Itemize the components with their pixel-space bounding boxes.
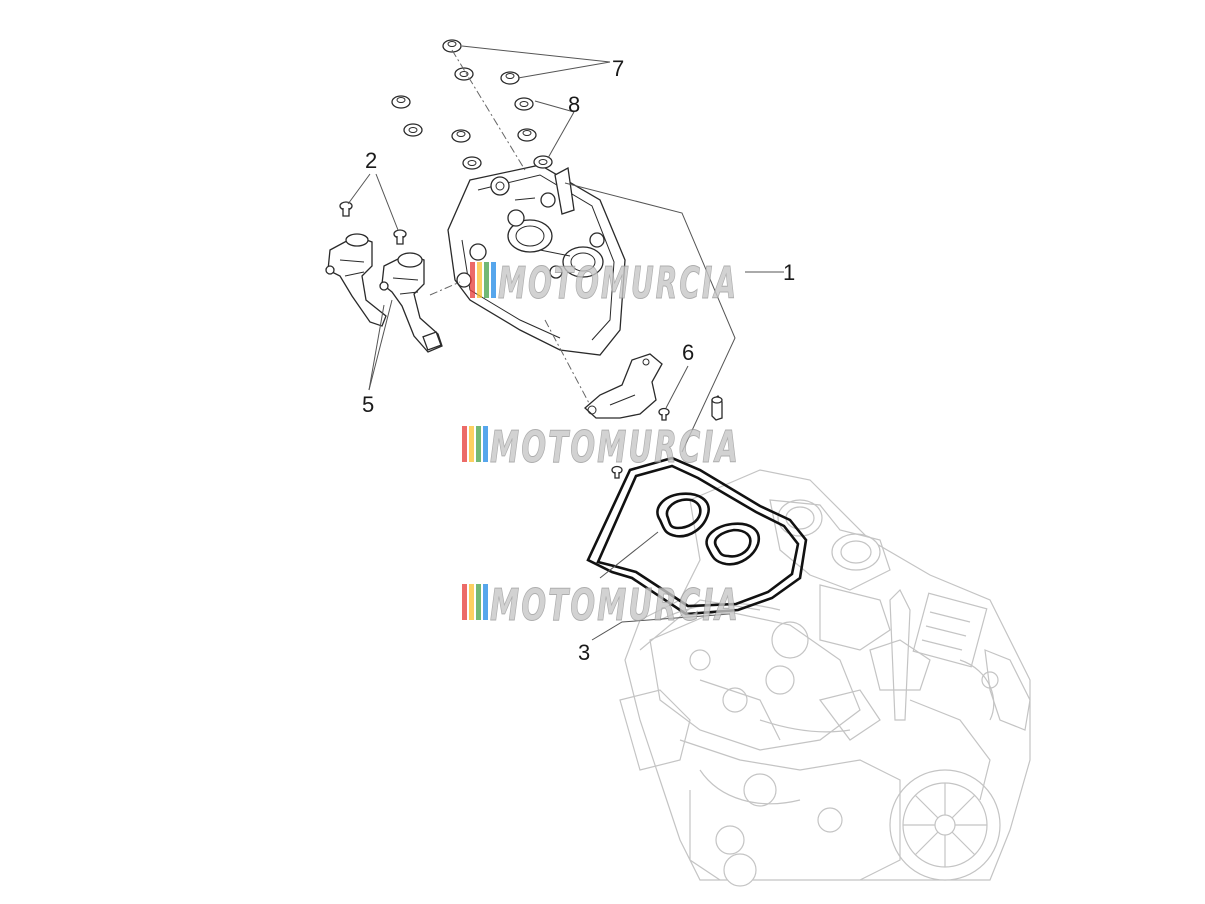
seal-8c — [403, 123, 423, 137]
callout-7: 7 — [612, 56, 624, 81]
watermark-stripe — [491, 262, 496, 298]
watermark-stripe — [469, 584, 474, 620]
watermark-stripe — [483, 584, 488, 620]
engine-block-drawing — [619, 469, 1031, 887]
coil-bolt-a — [339, 201, 353, 217]
washer-7d — [451, 129, 471, 143]
washer-7e — [517, 128, 537, 142]
watermark-2: MOTOMURCIA — [462, 422, 740, 474]
ignition-coil-1 — [325, 233, 387, 327]
bracket-screw-b — [611, 465, 623, 479]
watermark-stripe — [477, 262, 482, 298]
callout-2: 2 — [365, 148, 377, 173]
ignition-coil-2 — [379, 252, 443, 353]
watermark-stripe — [469, 426, 474, 462]
watermark-stripe — [462, 584, 467, 620]
callout-6: 6 — [682, 340, 694, 365]
callout-1: 1 — [783, 260, 795, 285]
valve-cover-gasket — [586, 456, 808, 616]
plug-bore-1 — [507, 219, 553, 253]
cable-bracket — [584, 353, 663, 419]
watermark-1: MOTOMURCIA — [470, 258, 738, 310]
washer-7b — [500, 71, 520, 85]
watermark-text: MOTOMURCIA — [490, 422, 740, 473]
watermark-stripe — [470, 262, 475, 298]
stud-bolt — [711, 395, 723, 421]
callout-labels: 1 2 3 5 6 7 8 — [362, 56, 795, 665]
plug-well-seal-2 — [705, 522, 761, 566]
washer-7c — [391, 95, 411, 109]
seal-8a — [454, 67, 474, 81]
callout-8: 8 — [568, 92, 580, 117]
clutch-cover — [889, 769, 1001, 881]
grommet-washers — [391, 39, 553, 170]
watermark-3: MOTOMURCIA — [462, 580, 740, 632]
plug-well-seal-1 — [656, 492, 710, 538]
watermark-stripe — [476, 426, 481, 462]
ignition-coils — [325, 201, 443, 353]
washer-7a — [442, 39, 462, 53]
callout-3: 3 — [578, 640, 590, 665]
watermark-stripe — [462, 426, 467, 462]
throttle-bodies — [769, 499, 891, 651]
leader-lines — [347, 45, 784, 641]
watermark-stripe — [476, 584, 481, 620]
seal-8e — [533, 155, 553, 169]
watermark-stripe — [484, 262, 489, 298]
seal-8b — [514, 97, 534, 111]
assembly-axis-lines — [429, 49, 591, 406]
bracket-screw-a — [658, 407, 670, 421]
callout-5: 5 — [362, 392, 374, 417]
watermark-text: MOTOMURCIA — [498, 258, 738, 309]
watermark-stripe — [483, 426, 488, 462]
seal-8d — [462, 156, 482, 170]
coil-bolt-b — [393, 229, 407, 245]
plug-bore-2 — [562, 246, 604, 278]
valve-cover — [447, 164, 626, 356]
watermark-text: MOTOMURCIA — [490, 580, 740, 631]
